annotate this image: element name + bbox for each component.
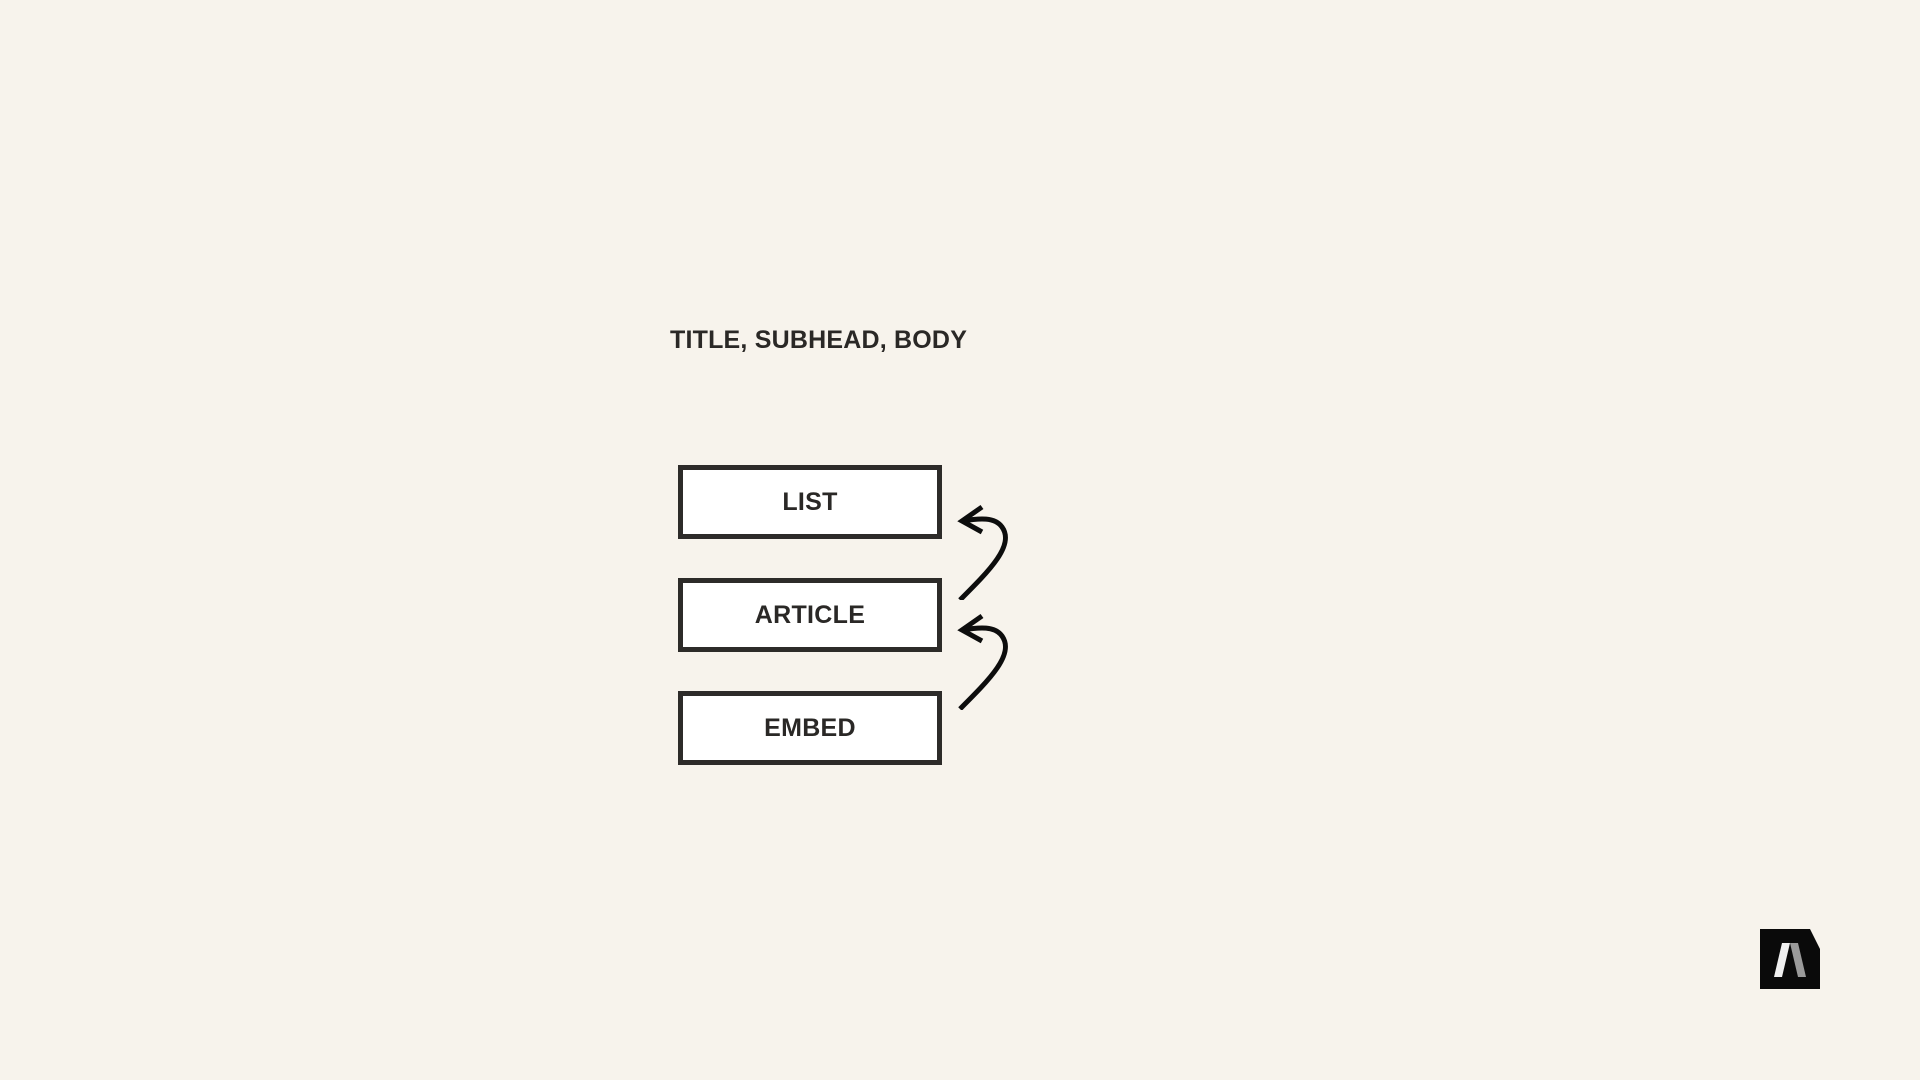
embed-box: EMBED: [678, 691, 942, 765]
diagram-heading: TITLE, SUBHEAD, BODY: [670, 326, 968, 354]
article-box: ARTICLE: [678, 578, 942, 652]
list-box: LIST: [678, 465, 942, 539]
article-box-label: ARTICLE: [754, 600, 866, 629]
list-box-label: LIST: [782, 487, 838, 516]
brand-a-logo-icon: [1760, 929, 1820, 989]
curved-arrow-icon: [957, 613, 1008, 710]
curved-arrow-icon: [957, 504, 1008, 600]
embed-box-label: EMBED: [764, 713, 856, 742]
